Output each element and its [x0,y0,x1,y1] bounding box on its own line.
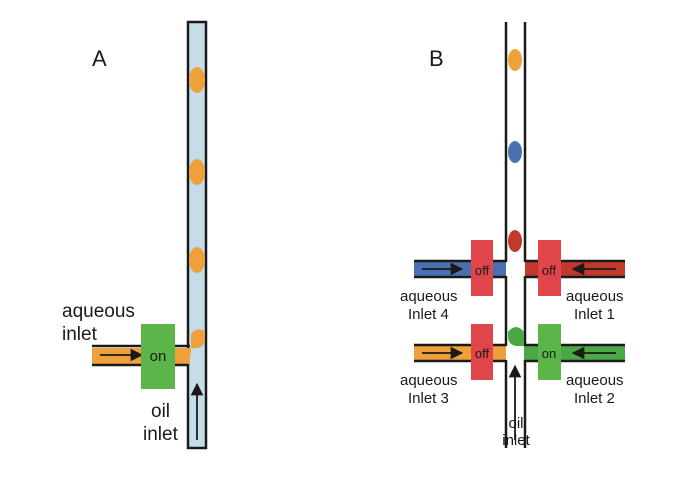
panel-a-valve[interactable] [141,324,175,389]
panel-a-droplet [189,67,205,93]
panel-a-aqueous-label-line2: inlet [62,324,98,345]
panel-b-oil-label-line1: oil [508,415,523,432]
panel-b-inlet4-valve-state: off [475,263,490,278]
panel-b-inlet2-valve-state: on [542,346,556,361]
panel-b-inlet3-valve[interactable] [471,324,493,380]
panel-b-inlet1-label-line1: aqueous [566,288,624,305]
panel-a-droplet [189,247,205,273]
panel-b-oil-label-line2: inlet [502,432,530,449]
panel-b-droplet-orange [508,49,522,71]
panel-b-inlet1-valve-state: off [542,263,557,278]
panel-b-green-stream [508,327,525,360]
panel-a-aqueous-label-line1: aqueous [62,301,135,322]
panel-a-droplet [189,159,205,185]
panel-a: A on aqueous inlet oil inlet [62,20,208,450]
panel-a-letter: A [92,46,107,71]
panel-b-letter: B [429,46,444,71]
panel-a-orange-stream [188,329,205,356]
panel-b-inlet4-meniscus [496,262,502,276]
panel-a-oil-label-line2: inlet [143,424,179,445]
panel-b-inlet1-label-line2: Inlet 1 [574,306,615,323]
panel-b-inlet4-valve[interactable] [471,240,493,296]
panel-b-inlet2-label-line2: Inlet 2 [574,390,615,407]
panel-b-droplet-blue [508,141,522,163]
panel-b-inlet4-label-line2: Inlet 4 [408,306,449,323]
panel-b-droplet-red [508,230,522,252]
panel-b: B off off off [400,22,625,449]
panel-b-inlet2-valve[interactable] [538,324,561,380]
panel-b-inlet3-label-line1: aqueous [400,372,458,389]
panel-b-inlet3-label-line2: Inlet 3 [408,390,449,407]
panel-b-inlet4-label-line1: aqueous [400,288,458,305]
panel-a-valve-state: on [150,348,167,365]
panel-b-inlet3-valve-state: off [475,346,490,361]
panel-b-inlet1-valve[interactable] [538,240,561,296]
panel-a-oil-label-line1: oil [151,401,170,422]
panel-b-inlet2-label-line1: aqueous [566,372,624,389]
